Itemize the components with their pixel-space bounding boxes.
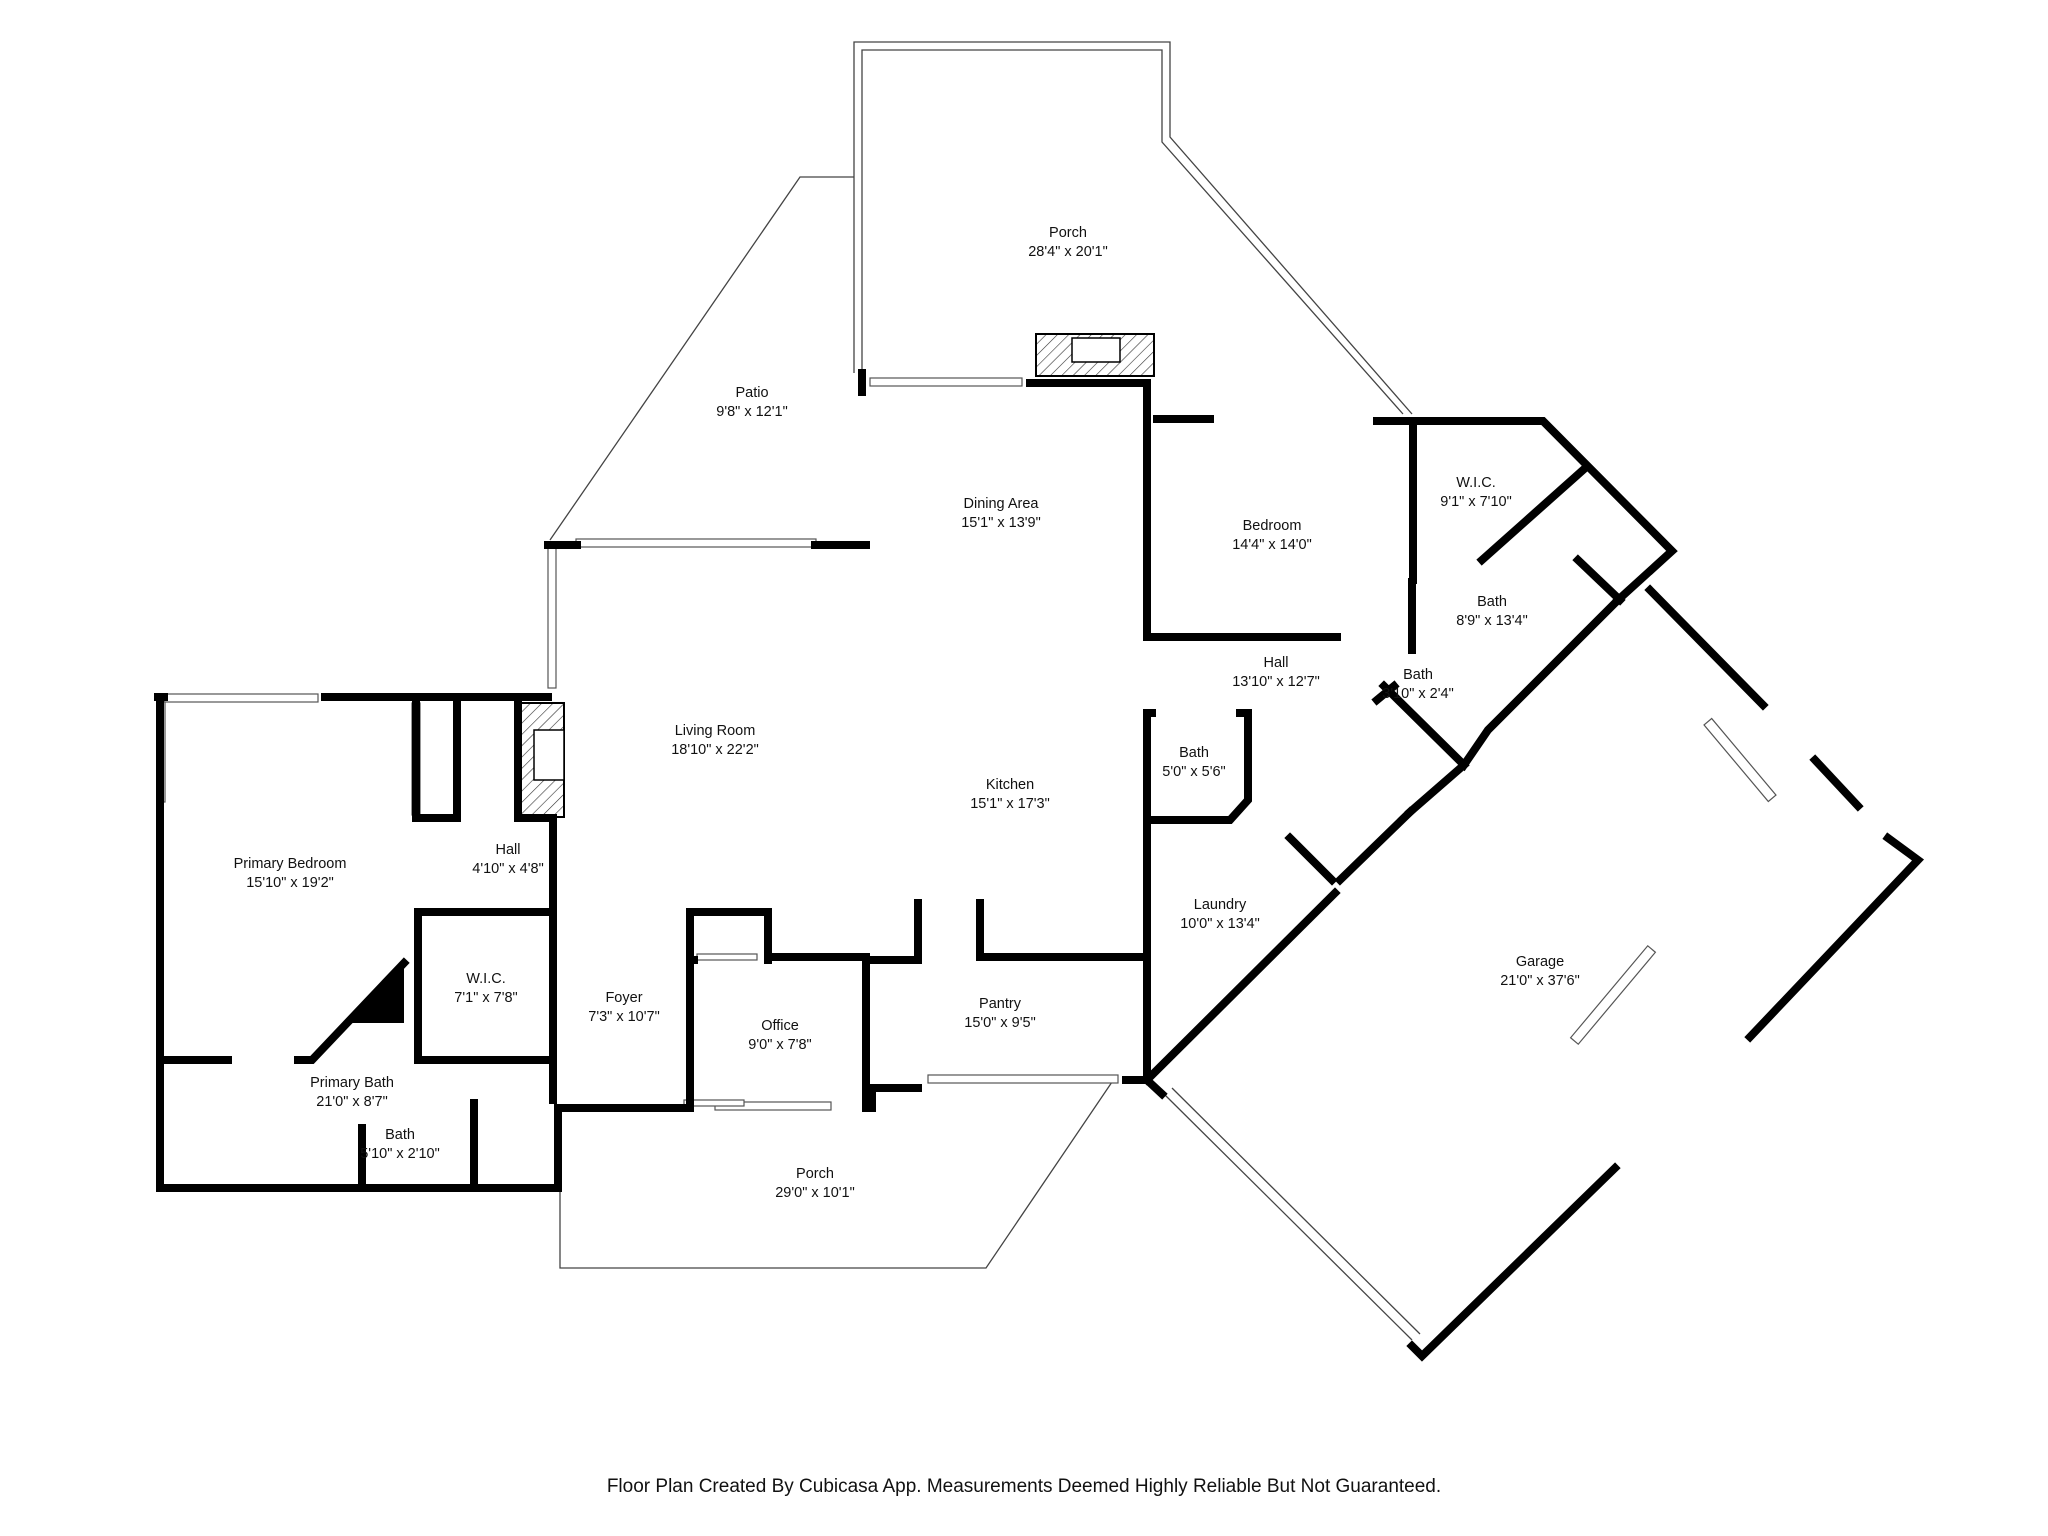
svg-text:18'10" x 22'2": 18'10" x 22'2"	[671, 742, 759, 758]
svg-text:Bath: Bath	[1477, 594, 1507, 610]
svg-text:Bath: Bath	[385, 1127, 415, 1143]
svg-text:15'0" x 9'5": 15'0" x 9'5"	[964, 1015, 1035, 1031]
svg-text:29'0" x 10'1": 29'0" x 10'1"	[775, 1185, 855, 1201]
label-wic-left: W.I.C. 7'1" x 7'8"	[454, 971, 517, 1006]
label-porch-top: Porch 28'4" x 20'1"	[1028, 225, 1108, 260]
svg-text:21'0" x 37'6": 21'0" x 37'6"	[1500, 973, 1580, 989]
svg-text:Primary Bath: Primary Bath	[310, 1075, 394, 1091]
svg-text:13'10" x 12'7": 13'10" x 12'7"	[1232, 674, 1320, 690]
svg-text:Bedroom: Bedroom	[1243, 518, 1302, 534]
svg-text:9'1" x 7'10": 9'1" x 7'10"	[1440, 494, 1511, 510]
label-primary-bath: Primary Bath 21'0" x 8'7"	[310, 1075, 394, 1110]
svg-text:Foyer: Foyer	[605, 990, 642, 1006]
label-kitchen: Kitchen 15'1" x 17'3"	[970, 777, 1050, 812]
svg-text:Dining Area: Dining Area	[964, 496, 1040, 512]
label-bedroom: Bedroom 14'4" x 14'0"	[1232, 518, 1312, 553]
svg-text:28'4" x 20'1": 28'4" x 20'1"	[1028, 244, 1108, 260]
outdoor-outlines	[549, 41, 1421, 1341]
label-bath-left: Bath 5'10" x 2'10"	[360, 1127, 440, 1162]
label-hall-left: Hall 4'10" x 4'8"	[472, 842, 543, 877]
svg-text:21'0" x 8'7": 21'0" x 8'7"	[316, 1094, 387, 1110]
label-hall-right: Hall 13'10" x 12'7"	[1232, 655, 1320, 690]
svg-text:Living Room: Living Room	[675, 723, 756, 739]
svg-text:Office: Office	[761, 1018, 799, 1034]
label-wic-right: W.I.C. 9'1" x 7'10"	[1440, 475, 1511, 510]
label-bath-small-right: Bath 3'10" x 2'4"	[1382, 667, 1453, 702]
svg-text:Laundry: Laundry	[1194, 897, 1247, 913]
svg-text:3'10" x 2'4": 3'10" x 2'4"	[1382, 686, 1453, 702]
label-living-room: Living Room 18'10" x 22'2"	[671, 723, 759, 758]
walls	[154, 369, 1925, 1362]
svg-text:7'1" x 7'8": 7'1" x 7'8"	[454, 990, 517, 1006]
svg-text:W.I.C.: W.I.C.	[1456, 475, 1495, 491]
svg-text:15'1" x 17'3": 15'1" x 17'3"	[970, 796, 1050, 812]
svg-text:Pantry: Pantry	[979, 996, 1022, 1012]
svg-text:Garage: Garage	[1516, 954, 1564, 970]
svg-text:9'0" x 7'8": 9'0" x 7'8"	[748, 1037, 811, 1053]
label-garage: Garage 21'0" x 37'6"	[1500, 954, 1580, 989]
svg-text:Bath: Bath	[1403, 667, 1433, 683]
svg-text:Hall: Hall	[1264, 655, 1289, 671]
svg-text:Bath: Bath	[1179, 745, 1209, 761]
svg-text:9'8" x 12'1": 9'8" x 12'1"	[716, 404, 787, 420]
svg-text:W.I.C.: W.I.C.	[466, 971, 505, 987]
label-bath-center: Bath 5'0" x 5'6"	[1162, 745, 1225, 780]
svg-text:Kitchen: Kitchen	[986, 777, 1034, 793]
svg-text:Hall: Hall	[496, 842, 521, 858]
svg-text:Porch: Porch	[796, 1166, 834, 1182]
label-pantry: Pantry 15'0" x 9'5"	[964, 996, 1035, 1031]
footer-disclaimer: Floor Plan Created By Cubicasa App. Meas…	[606, 1476, 1442, 1497]
label-bath-right: Bath 8'9" x 13'4"	[1456, 594, 1527, 629]
svg-text:Porch: Porch	[1049, 225, 1087, 241]
label-office: Office 9'0" x 7'8"	[748, 1018, 811, 1053]
svg-text:5'10" x 2'10": 5'10" x 2'10"	[360, 1146, 440, 1162]
room-labels: Porch 28'4" x 20'1" Patio 9'8" x 12'1" D…	[234, 225, 1580, 1201]
svg-text:5'0" x 5'6": 5'0" x 5'6"	[1162, 764, 1225, 780]
svg-text:Primary Bedroom: Primary Bedroom	[234, 856, 347, 872]
fireplaces	[347, 333, 1155, 1023]
svg-text:Patio: Patio	[735, 385, 768, 401]
svg-text:14'4" x 14'0": 14'4" x 14'0"	[1232, 537, 1312, 553]
svg-text:15'1" x 13'9": 15'1" x 13'9"	[961, 515, 1041, 531]
svg-text:8'9" x 13'4": 8'9" x 13'4"	[1456, 613, 1527, 629]
label-primary-bedroom: Primary Bedroom 15'10" x 19'2"	[234, 856, 347, 891]
svg-text:15'10" x 19'2": 15'10" x 19'2"	[246, 875, 334, 891]
svg-text:4'10" x 4'8": 4'10" x 4'8"	[472, 861, 543, 877]
label-foyer: Foyer 7'3" x 10'7"	[588, 990, 659, 1025]
label-dining-area: Dining Area 15'1" x 13'9"	[961, 496, 1041, 531]
svg-text:7'3" x 10'7": 7'3" x 10'7"	[588, 1009, 659, 1025]
svg-text:10'0" x 13'4": 10'0" x 13'4"	[1180, 916, 1260, 932]
label-laundry: Laundry 10'0" x 13'4"	[1180, 897, 1260, 932]
label-patio: Patio 9'8" x 12'1"	[716, 385, 787, 420]
label-porch-bottom: Porch 29'0" x 10'1"	[775, 1166, 855, 1201]
